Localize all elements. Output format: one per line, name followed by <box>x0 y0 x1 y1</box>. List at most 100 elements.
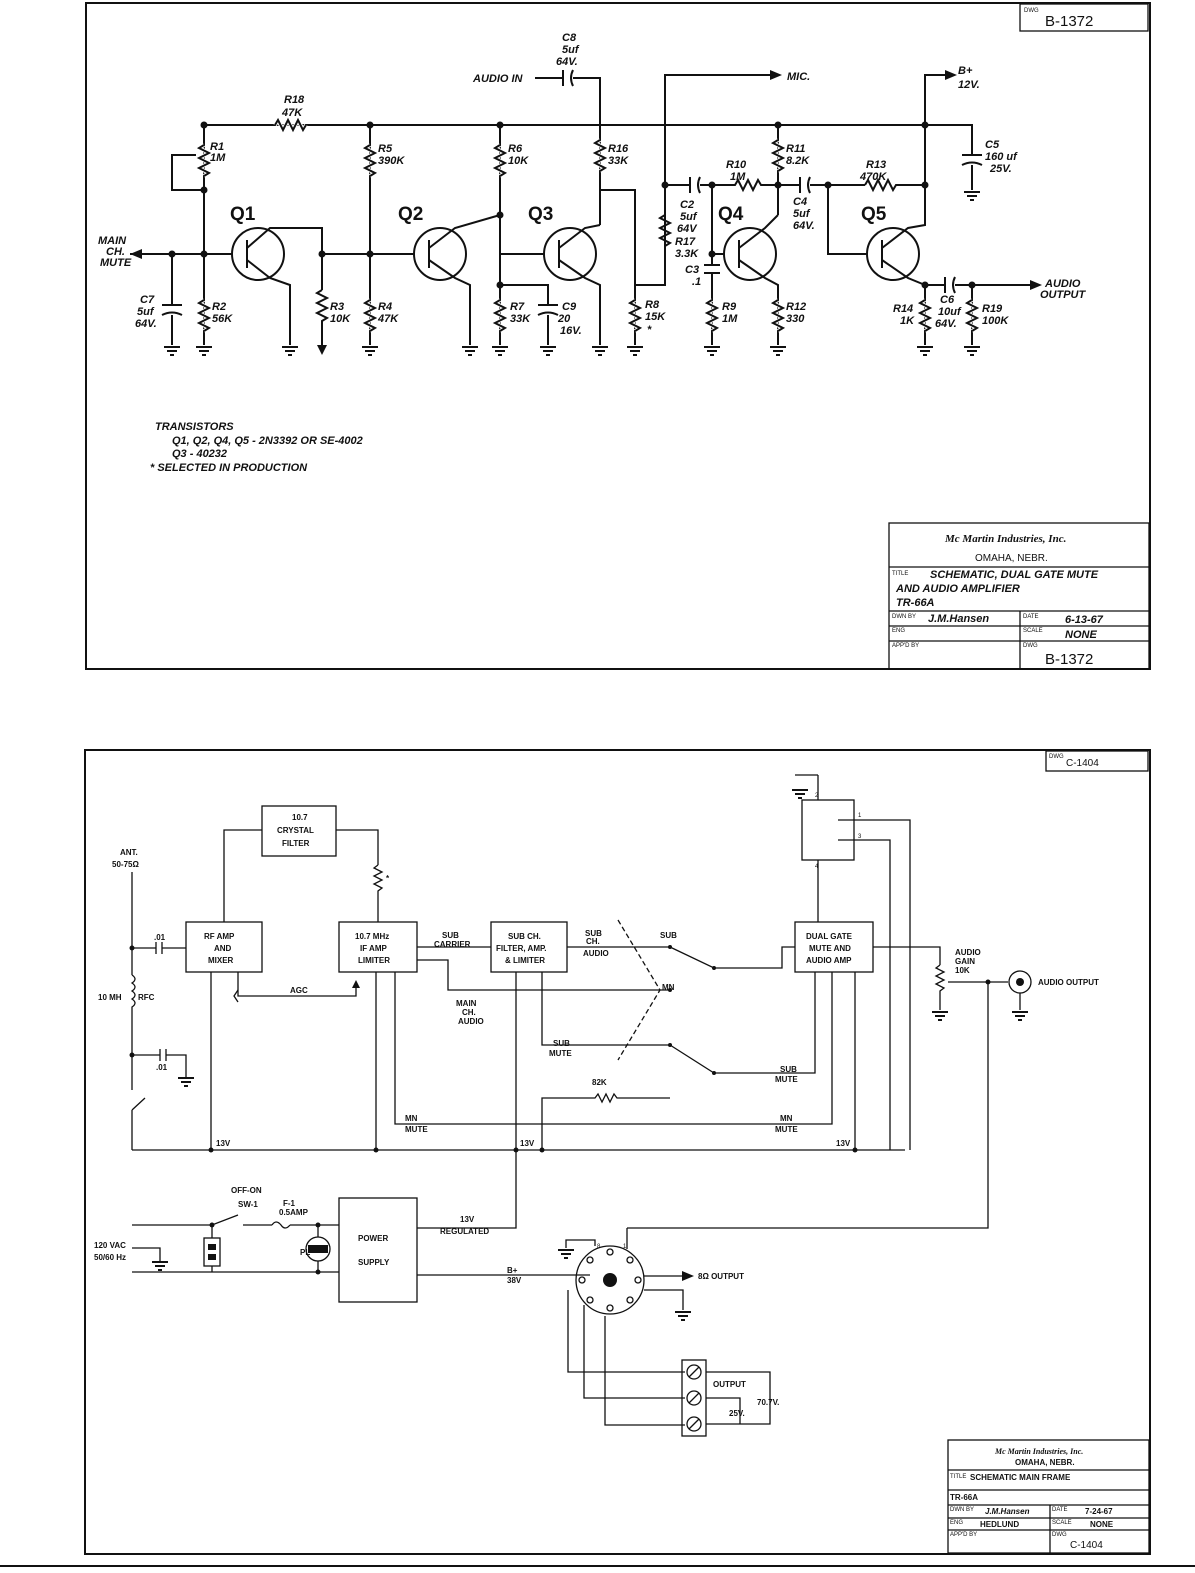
r14-label: R14 <box>893 303 913 315</box>
r16-value: 33K <box>608 155 629 167</box>
c3-label: C3 <box>685 264 699 276</box>
c6-label: C6 <box>940 294 955 306</box>
power-supply-label-2: SUPPLY <box>358 1258 390 1267</box>
switch-mn-label: MN <box>662 983 675 992</box>
sheet-1-title-3: TR-66A <box>896 597 935 609</box>
main-ch-mute-label-3: MUTE <box>100 257 132 269</box>
r5-resistor <box>362 144 378 177</box>
r6-resistor <box>492 144 508 177</box>
selector-switch-2 <box>669 972 816 1074</box>
q4-label: Q4 <box>718 204 744 225</box>
r17-resistor <box>657 214 673 247</box>
sheet-1-dwg-number-top: B-1372 <box>1045 13 1093 30</box>
r17-value: 3.3K <box>675 248 699 260</box>
sub-ch-label-1: SUB CH. <box>508 932 541 941</box>
sheet-2-dwg-number-top: C-1404 <box>1066 758 1099 769</box>
r2-value: 56K <box>212 313 233 325</box>
main-ch-audio-3: AUDIO <box>458 1017 484 1026</box>
r10-resistor <box>710 177 778 193</box>
selector-switch-1 <box>669 946 795 969</box>
r7-value: 33K <box>510 313 531 325</box>
c9-voltage: 16V. <box>560 325 582 337</box>
r4-value: 47K <box>377 313 399 325</box>
rfc-coil <box>130 974 136 1055</box>
sheet-1-field-eng: ENG <box>892 628 905 634</box>
r9-resistor <box>704 299 720 332</box>
bplus-voltage: 38V <box>507 1276 522 1285</box>
sheet-1-title-2: AND AUDIO AMPLIFIER <box>895 583 1020 595</box>
c3-value: .1 <box>692 276 701 288</box>
r3-resistor <box>314 289 330 345</box>
crystal-filter-label-2: CRYSTAL <box>277 826 314 835</box>
sheet-1-field-dwg: DWG <box>1023 643 1038 649</box>
c7-value: 5uf <box>137 306 155 318</box>
b-plus-label: B+ <box>958 65 973 77</box>
main-ch-mute-arrow <box>130 249 142 259</box>
power-supply-label-1: POWER <box>358 1234 388 1243</box>
r7-label: R7 <box>510 301 525 313</box>
audio-gain-label-3: 10K <box>955 966 970 975</box>
sheet-2-schematic: DWG C-1404 10.7 CRYSTAL FILTER RF AMP AN… <box>84 749 1151 1555</box>
sheet-2-border <box>84 749 1151 1555</box>
audio-output-label-2: OUTPUT <box>1040 289 1087 301</box>
r8-resistor <box>627 299 643 332</box>
c5-label: C5 <box>985 139 1000 151</box>
power-switch <box>132 1214 339 1226</box>
sheet-2-city: OMAHA, NEBR. <box>1015 1458 1075 1467</box>
b-plus-voltage: 12V. <box>958 79 980 91</box>
r1-potentiometer <box>196 144 212 177</box>
sub-ch-audio-3: AUDIO <box>583 949 609 958</box>
r10-value: 1M <box>730 171 746 183</box>
r18-resistor <box>274 117 307 133</box>
audio-gain-pot <box>934 964 946 1010</box>
star-resistor <box>372 864 384 922</box>
q3-label: Q3 <box>528 204 553 225</box>
r19-resistor <box>964 299 980 332</box>
r8-label: R8 <box>645 299 660 311</box>
main-ch-mute-label-2: CH. <box>106 246 125 258</box>
note-selected: * SELECTED IN PRODUCTION <box>150 462 308 474</box>
main-ch-audio-2: CH. <box>462 1008 476 1017</box>
sheet-1-scale: NONE <box>1065 629 1097 641</box>
13v-label-b: 13V <box>520 1139 535 1148</box>
sheet-2-field-eng: ENG <box>950 1520 963 1526</box>
off-on-label: OFF-ON <box>231 1186 262 1195</box>
q5-label: Q5 <box>861 204 887 225</box>
sheet-1-drawn-by: J.M.Hansen <box>928 613 989 625</box>
r19-label: R19 <box>982 303 1003 315</box>
sheet-2-field-dwg: DWG <box>1052 1532 1067 1538</box>
fuse-f1 <box>271 1221 291 1229</box>
sheet-2-drawn-by: J.M.Hansen <box>985 1507 1030 1516</box>
sub-ch-audio-1: SUB <box>585 929 602 938</box>
r16-label: R16 <box>608 143 629 155</box>
c8-value: 5uf <box>562 44 580 56</box>
sheet-1-dwg-corner-box <box>1019 3 1149 32</box>
c6-value: 10uf <box>938 306 962 318</box>
audio-output-arrow <box>1030 280 1042 290</box>
sw1-label: SW-1 <box>238 1200 258 1209</box>
c2-voltage: 64V <box>677 223 698 235</box>
25v-label: 25V. <box>729 1409 745 1418</box>
sheet-2-date: 7-24-67 <box>1085 1507 1113 1516</box>
r5-label: R5 <box>378 143 393 155</box>
sub-mute-a-2: MUTE <box>549 1049 572 1058</box>
c8-label: C8 <box>562 32 577 44</box>
mute-relay-box <box>801 799 855 861</box>
socket-pin-8: 8 <box>597 1244 601 1250</box>
r12-resistor <box>770 299 786 332</box>
r4-label: R4 <box>378 301 392 313</box>
rfc-value: 10 MH <box>98 993 122 1002</box>
r13-value: 470K <box>859 171 887 183</box>
c5-value: 160 uf <box>985 151 1018 163</box>
q1-transistor <box>231 227 330 356</box>
c4-label: C4 <box>793 196 807 208</box>
sheet-1-field-dwn: DWN BY <box>892 614 916 620</box>
regulated-label-2: REGULATED <box>440 1227 489 1236</box>
sub-carrier-label-2: CARRIER <box>434 940 471 949</box>
rf-amp-label-3: MIXER <box>208 956 234 965</box>
sheet-2-title-block: Mc Martin Industries, Inc. OMAHA, NEBR. … <box>947 1439 1150 1554</box>
r18-label: R18 <box>284 94 305 106</box>
r13-resistor <box>864 177 925 193</box>
sheet-2-scale: NONE <box>1090 1520 1114 1529</box>
